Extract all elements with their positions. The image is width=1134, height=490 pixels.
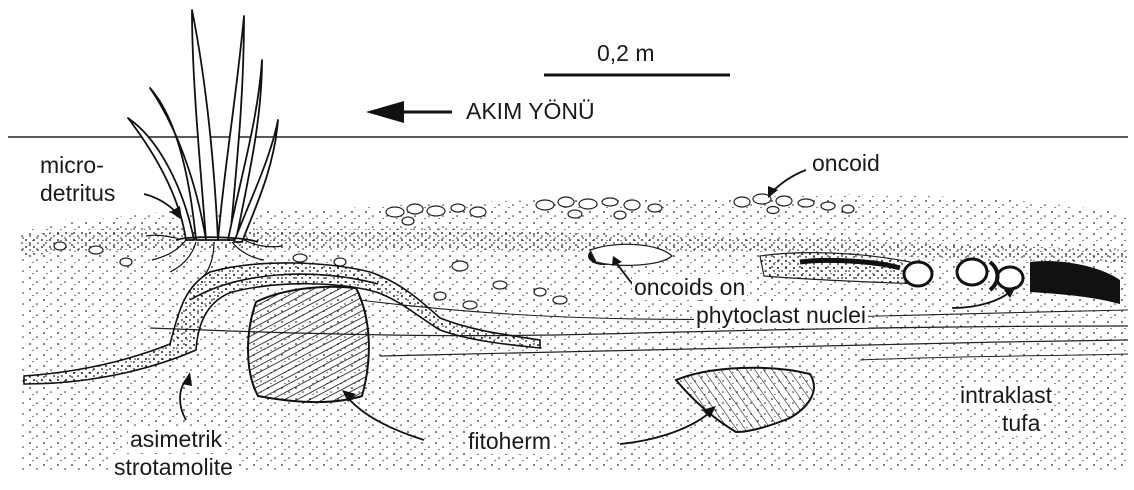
phytoclast-nuclei-label: phytoclast nuclei <box>694 302 868 328</box>
flow-direction-arrow <box>366 101 452 123</box>
fitoherm-large <box>248 287 369 402</box>
flow-direction-label: AKIM YÖNÜ <box>466 98 595 124</box>
reed-plant <box>128 10 278 242</box>
scale-bar-label: 0,2 m <box>597 40 655 66</box>
fitoherm-label: fitoherm <box>466 428 553 454</box>
micro-label: micro- <box>40 152 104 178</box>
oncoid-label: oncoid <box>812 150 880 176</box>
tufa-label: tufa <box>1000 410 1042 436</box>
strotamolite-label: strotamolite <box>112 454 235 480</box>
detritus-label: detritus <box>40 180 115 206</box>
intraklast-label: intraklast <box>958 382 1054 408</box>
oncoids-on-label: oncoids on <box>632 274 747 300</box>
asimetrik-label: asimetrik <box>128 426 224 452</box>
